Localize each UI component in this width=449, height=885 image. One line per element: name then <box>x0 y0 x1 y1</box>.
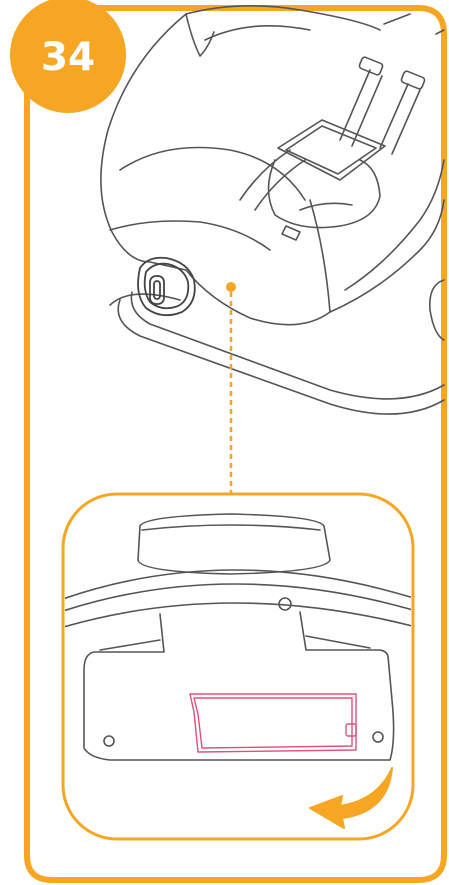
detail-callout-leader <box>226 282 236 494</box>
strap-buckle-left <box>359 56 384 75</box>
seat-shell-lower-line <box>110 221 270 250</box>
detail-inset-frame <box>63 494 413 839</box>
strap-buckle-right <box>401 70 426 89</box>
buckle-tongue <box>282 226 300 240</box>
shoulder-strap-left-2 <box>255 160 305 210</box>
seat-base-rim <box>118 300 444 414</box>
shell-tick-1 <box>384 14 410 24</box>
seat-right-wing-inner <box>345 160 444 290</box>
car-seat-drawing <box>101 6 444 414</box>
step-number-badge: 34 <box>10 0 126 113</box>
crotch-cushion <box>269 160 381 228</box>
seat-top-grip <box>186 14 214 56</box>
seat-shell-side <box>310 200 330 312</box>
buckle-pad-inner <box>286 126 376 174</box>
seat-base-rim-inner <box>131 292 444 399</box>
seat-shell-ridge <box>120 148 305 201</box>
step-number: 34 <box>41 35 95 80</box>
seat-shell-top-inner <box>205 26 310 40</box>
harness-strap-left <box>340 70 382 146</box>
harness-strap-right <box>380 84 420 154</box>
crotch-cushion-inner <box>300 203 352 210</box>
seat-shell-left <box>101 14 330 325</box>
